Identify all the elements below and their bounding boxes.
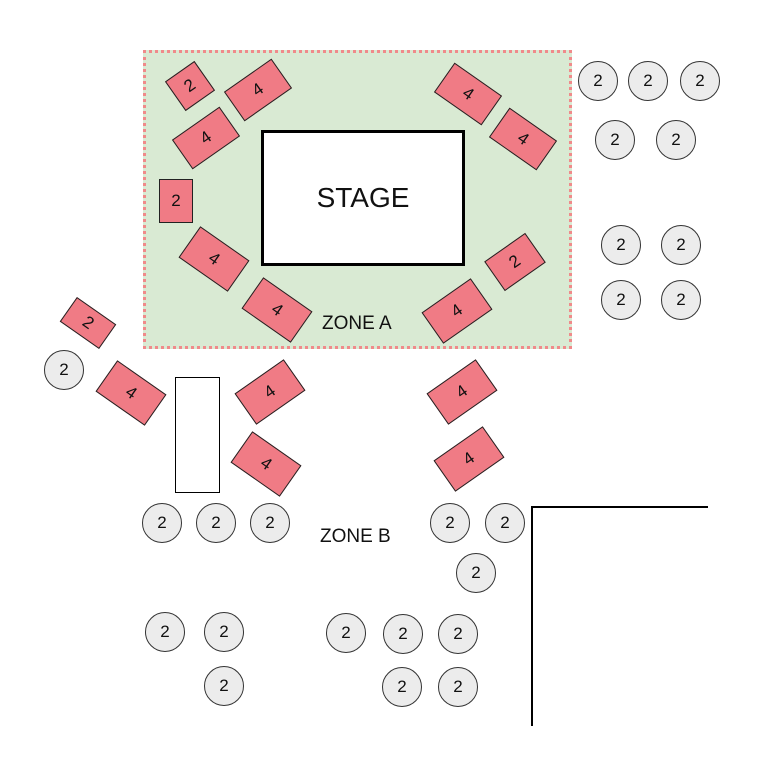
table-round: 2 [680, 61, 720, 101]
table-round: 2 [578, 61, 618, 101]
table-rect: 2 [159, 179, 193, 223]
table-round: 2 [383, 614, 423, 654]
table-round: 2 [628, 61, 668, 101]
table-rect: 4 [433, 426, 505, 492]
table-round: 2 [382, 667, 422, 707]
table-round: 2 [601, 225, 641, 265]
seat-count: 2 [676, 290, 686, 309]
seat-count: 2 [616, 290, 626, 309]
seat-count: 4 [459, 448, 479, 470]
table-round: 2 [438, 667, 478, 707]
table-round: 2 [145, 612, 185, 652]
seat-count: 4 [248, 79, 268, 101]
seat-count: 2 [445, 513, 455, 532]
zone-b-label: ZONE B [320, 526, 391, 547]
seat-count: 2 [695, 71, 705, 90]
seat-count: 2 [676, 235, 686, 254]
seat-count: 2 [398, 624, 408, 643]
wall-horizontal [531, 506, 708, 508]
wall-vertical [531, 506, 533, 726]
zone-a-label: ZONE A [322, 313, 392, 334]
seat-count: 2 [500, 513, 510, 532]
table-round: 2 [44, 350, 84, 390]
stage: STAGE [261, 130, 465, 266]
table-round: 2 [661, 280, 701, 320]
seat-count: 4 [513, 128, 533, 150]
seat-count: 2 [453, 677, 463, 696]
pillar [175, 377, 220, 493]
table-rect: 4 [230, 431, 302, 497]
seat-count: 2 [341, 623, 351, 642]
seat-count: 2 [616, 235, 626, 254]
table-round: 2 [456, 553, 496, 593]
table-round: 2 [326, 613, 366, 653]
seat-count: 2 [610, 130, 620, 149]
seat-count: 4 [121, 382, 141, 404]
seat-count: 2 [59, 360, 69, 379]
table-round: 2 [250, 503, 290, 543]
table-round: 2 [485, 503, 525, 543]
seat-count: 2 [171, 191, 181, 210]
seat-count: 4 [458, 83, 478, 105]
table-round: 2 [656, 120, 696, 160]
seat-count: 4 [196, 127, 216, 149]
seat-count: 2 [643, 71, 653, 90]
table-rect: 2 [59, 296, 117, 350]
seat-count: 2 [265, 513, 275, 532]
table-round: 2 [601, 280, 641, 320]
seat-count: 2 [593, 71, 603, 90]
table-rect: 4 [234, 359, 306, 425]
table-round: 2 [438, 614, 478, 654]
seat-count: 2 [219, 622, 229, 641]
table-rect: 4 [95, 360, 167, 426]
seat-count: 4 [204, 248, 224, 270]
seat-count: 2 [160, 622, 170, 641]
seat-count: 4 [447, 300, 467, 322]
seat-count: 2 [505, 251, 525, 273]
seat-count: 2 [180, 75, 200, 97]
table-rect: 4 [426, 359, 498, 425]
seat-count: 2 [157, 513, 167, 532]
seat-count: 4 [267, 299, 287, 321]
seat-count: 2 [453, 624, 463, 643]
seat-count: 2 [211, 513, 221, 532]
table-round: 2 [196, 503, 236, 543]
stage-label: STAGE [316, 182, 410, 213]
seat-count: 2 [471, 563, 481, 582]
seat-count: 4 [452, 381, 472, 403]
table-round: 2 [142, 503, 182, 543]
table-round: 2 [661, 225, 701, 265]
table-round: 2 [595, 120, 635, 160]
seat-count: 2 [219, 676, 229, 695]
seat-count: 2 [397, 677, 407, 696]
seat-count: 4 [256, 453, 276, 475]
seat-count: 2 [78, 312, 98, 334]
table-round: 2 [430, 503, 470, 543]
seat-count: 2 [671, 130, 681, 149]
table-round: 2 [204, 612, 244, 652]
seat-count: 4 [260, 381, 280, 403]
table-round: 2 [204, 666, 244, 706]
